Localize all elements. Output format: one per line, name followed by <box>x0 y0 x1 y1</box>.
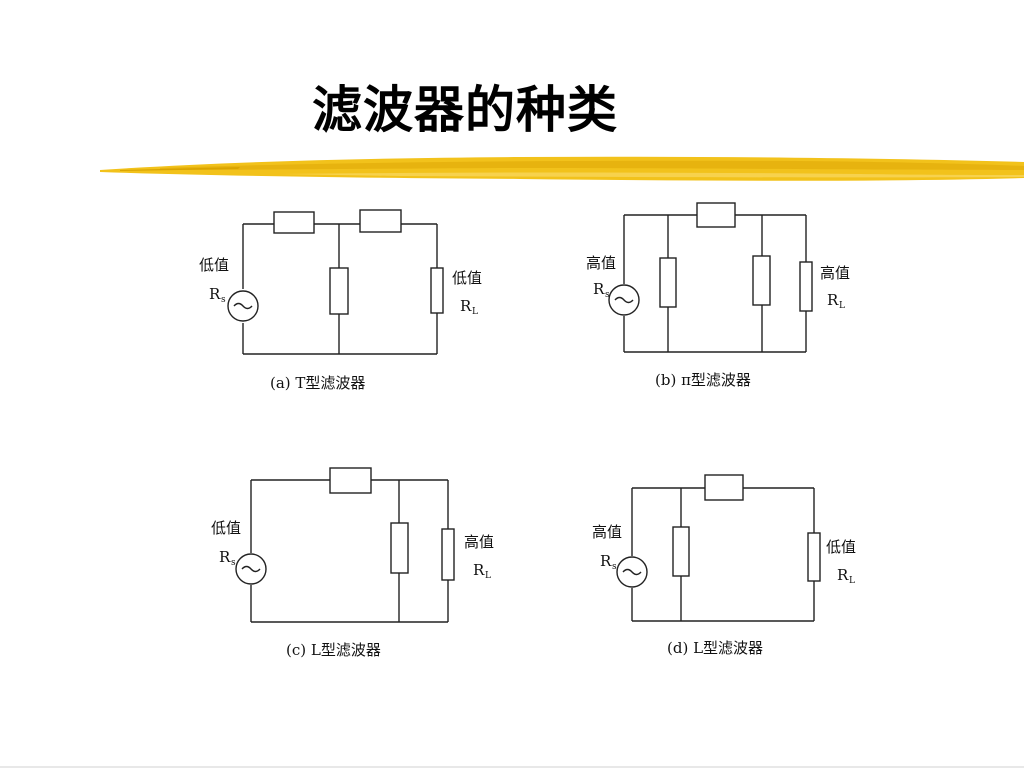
svg-text:s: s <box>605 290 610 300</box>
load-level-label: 高值 <box>820 264 850 282</box>
load-level-label: 高值 <box>464 533 494 551</box>
source-resistance-label: R <box>209 285 221 303</box>
load-resistor <box>430 267 444 314</box>
load-resistor <box>807 532 821 582</box>
slide-bottom-edge <box>0 766 1024 768</box>
source-level-label: 高值 <box>586 254 616 272</box>
svg-text:L: L <box>839 301 845 311</box>
load-level-label: 低值 <box>826 538 856 556</box>
load-resistance-label: R <box>827 291 839 309</box>
svg-text:s: s <box>221 295 226 305</box>
svg-text:L: L <box>849 576 855 586</box>
caption-b: (b) π型滤波器 <box>655 371 751 389</box>
svg-text:L: L <box>472 307 478 317</box>
shunt-resistor <box>390 522 409 574</box>
source-level-label: 低值 <box>211 519 241 537</box>
circuit-c-l-filter: 低值 R s 高值 R L (c) L型滤波器 <box>211 467 494 659</box>
load-level-label: 低值 <box>452 269 482 287</box>
slide-title: 滤波器的种类 <box>312 80 618 139</box>
load-resistance-label: R <box>473 561 485 579</box>
load-resistance-label: R <box>460 297 472 315</box>
svg-text:s: s <box>231 558 236 568</box>
series-resistor-1 <box>273 211 315 234</box>
source-level-label: 高值 <box>592 523 622 541</box>
svg-text:s: s <box>612 562 617 572</box>
source-resistance-label: R <box>219 548 231 566</box>
series-resistor-2 <box>359 209 402 233</box>
shunt-resistor-1 <box>659 257 677 308</box>
series-resistor <box>704 474 744 501</box>
shunt-resistor <box>329 267 349 315</box>
caption-d: (d) L型滤波器 <box>667 639 763 657</box>
circuit-b-pi-filter: 高值 R s 高值 R L (b) π型滤波器 <box>586 202 850 389</box>
caption-c: (c) L型滤波器 <box>286 641 381 659</box>
caption-a: (a) T型滤波器 <box>270 374 365 392</box>
svg-text:L: L <box>485 571 491 581</box>
circuit-a-t-filter: 低值 R s 低值 R L (a) T型滤波器 <box>199 209 482 392</box>
load-resistor <box>799 261 813 312</box>
source-level-label: 低值 <box>199 256 229 274</box>
series-resistor <box>696 202 736 228</box>
circuit-d-l-filter: 高值 R s 低值 R L (d) L型滤波器 <box>592 474 856 657</box>
series-resistor <box>329 467 372 494</box>
load-resistance-label: R <box>837 566 849 584</box>
shunt-resistor-2 <box>752 255 771 306</box>
load-resistor <box>441 528 455 581</box>
source-resistance-label: R <box>593 280 605 298</box>
shunt-resistor <box>672 526 690 577</box>
source-resistance-label: R <box>600 552 612 570</box>
brush-stroke-decoration <box>100 156 1024 181</box>
